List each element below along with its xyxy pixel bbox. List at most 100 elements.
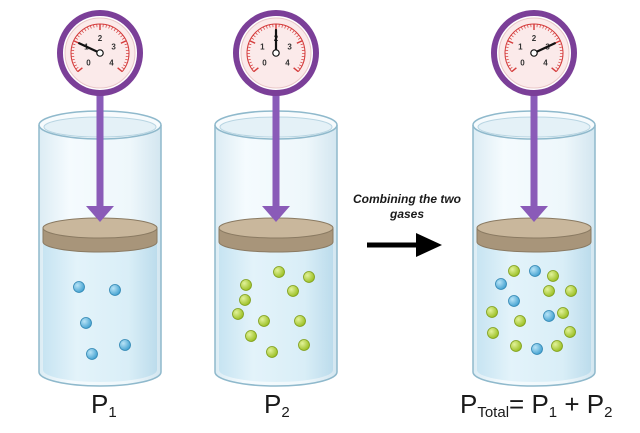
gas-particle-green: [287, 285, 299, 297]
gauge-tick-label: 0: [520, 59, 525, 68]
gas-volume: [43, 244, 157, 382]
gauge-tick-mark: [527, 24, 529, 28]
gas-particle-green: [557, 307, 569, 319]
label-p2: P2: [264, 389, 290, 421]
gauge-tick-label: 3: [287, 43, 292, 52]
pressure-gauge: 01234: [491, 10, 577, 96]
gas-particle-green: [232, 308, 244, 320]
gauge-tick-label: 4: [543, 59, 548, 68]
gas-particle-blue: [508, 295, 520, 307]
gauge-tick-mark: [550, 30, 553, 34]
gauge-tick-mark: [125, 46, 129, 48]
gauge-tick-mark: [72, 61, 76, 64]
gauge-tick-label: 1: [260, 43, 265, 52]
gas-particle-green: [547, 270, 559, 282]
gas-particle-green: [486, 306, 498, 318]
gas-particle-green: [514, 315, 526, 327]
gauge-tick-mark: [93, 24, 95, 28]
gauge-tick-mark: [252, 34, 256, 38]
gauge-tick-mark: [248, 43, 252, 46]
gauge-tick-mark: [551, 67, 557, 73]
gauge-tick-mark: [297, 37, 301, 40]
gauge-tick-mark: [289, 28, 292, 32]
gauge-tick-mark: [511, 67, 517, 73]
gas-particle-blue: [86, 348, 98, 360]
gauge-tick-mark: [75, 37, 79, 40]
gauge-pivot: [96, 49, 104, 57]
gauge-tick-mark: [552, 32, 555, 36]
gauge-tick-mark: [300, 61, 304, 64]
gas-particle-blue: [73, 281, 85, 293]
gas-particle-green: [245, 330, 257, 342]
gauge-tick-mark: [300, 43, 304, 46]
gauge-tick-mark: [72, 43, 76, 46]
gauge-tick-mark: [542, 25, 545, 29]
gas-particle-blue: [119, 339, 131, 351]
gas-particle-green: [564, 326, 576, 338]
label-p-total-equation: PTotal= P1 + P2: [460, 389, 613, 421]
gauge-tick-mark: [284, 25, 287, 29]
combine-arrow: [367, 233, 442, 257]
gauge-tick-mark: [116, 30, 119, 34]
gauge-tick-label: 4: [109, 59, 114, 68]
container-total: 01234: [472, 10, 596, 387]
gas-particle-green: [565, 285, 577, 297]
gas-particle-green: [266, 346, 278, 358]
gauge-tick-label: 3: [111, 43, 116, 52]
gas-particle-blue: [80, 317, 92, 329]
gauge-tick-mark: [124, 61, 128, 64]
gauge-tick-mark: [113, 28, 116, 32]
gauge-tick-mark: [247, 46, 251, 48]
gauge-tick-mark: [86, 26, 89, 30]
gauge-tick-mark: [111, 26, 114, 30]
gas-particle-green: [510, 340, 522, 352]
gauge-tick-mark: [505, 46, 509, 48]
gauge-needle: [78, 42, 102, 55]
gauge-tick-mark: [555, 37, 559, 40]
gauge-tick-mark: [124, 43, 128, 46]
gauge-dial-arc: [504, 23, 564, 72]
gauge-tick-mark: [293, 67, 299, 73]
gauge-tick-mark: [249, 40, 256, 44]
gas-particle-green: [551, 340, 563, 352]
gas-particle-green: [294, 315, 306, 327]
gauge-tick-mark: [523, 25, 526, 29]
gauge-tick-mark: [539, 24, 541, 28]
gauge-tick-mark: [301, 58, 305, 61]
gauge-tick-mark: [505, 58, 509, 61]
gauge-tick-mark: [71, 46, 75, 48]
label-p1: P1: [91, 389, 117, 421]
gauge-tick-mark: [121, 67, 125, 70]
gas-particle-blue: [543, 310, 555, 322]
gauge-tick-mark: [509, 37, 513, 40]
gauge-tick-mark: [74, 64, 77, 67]
gauge-tick-mark: [125, 58, 129, 61]
gauge-tick-mark: [555, 67, 559, 70]
gauge-tick-mark: [71, 58, 75, 61]
gauge-tick-mark: [265, 25, 268, 29]
gauge-tick-label: 0: [86, 59, 91, 68]
gas-particle-green: [543, 285, 555, 297]
gauge-tick-mark: [547, 28, 550, 32]
gauge-tick-mark: [281, 24, 283, 28]
gauge-tick-mark: [299, 64, 302, 67]
gas-particle-green: [273, 266, 285, 278]
gauge-tick-mark: [506, 43, 510, 46]
gauge-tick-mark: [105, 24, 107, 28]
gas-particle-green: [258, 315, 270, 327]
gauge-pivot: [530, 49, 538, 57]
gauge-tick-mark: [121, 37, 125, 40]
gauge-tick-mark: [84, 28, 87, 32]
gauge-tick-mark: [301, 46, 305, 48]
gauge-tick-mark: [545, 26, 548, 30]
gauge-tick-mark: [248, 61, 252, 64]
gauge-tick-mark: [558, 43, 562, 46]
gauge-tick-mark: [117, 67, 123, 73]
push-arrow-head: [262, 206, 290, 222]
gauge-tick-mark: [251, 67, 255, 70]
gauge-tick-label: 0: [262, 59, 267, 68]
gauge-tick-mark: [508, 64, 511, 67]
gauge-dial-arc: [70, 23, 130, 72]
gauge-tick-mark: [108, 25, 111, 29]
